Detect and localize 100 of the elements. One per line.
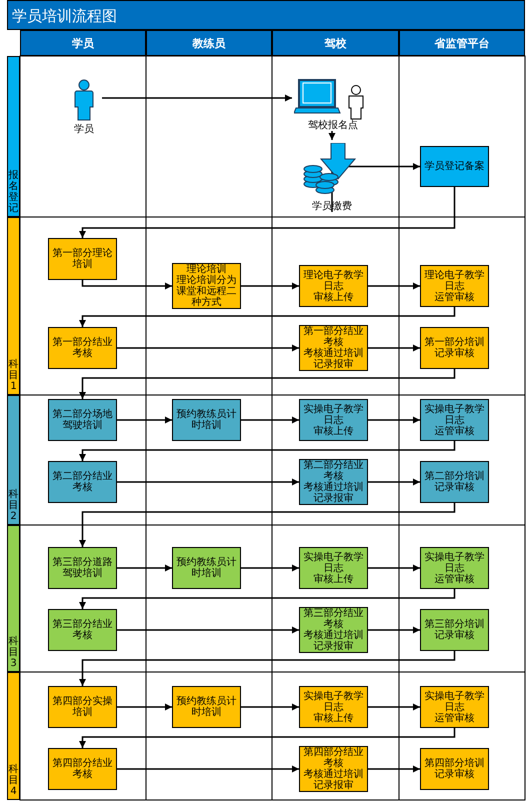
box-text: 第四部分结业考核 xyxy=(302,747,364,769)
box-text: 实操电子教学日志 xyxy=(302,690,364,712)
arrow xyxy=(368,478,420,486)
arrow xyxy=(82,280,172,290)
box-text: 第二部分结业考核 xyxy=(52,471,114,493)
process-box xyxy=(48,547,117,589)
process-box xyxy=(420,327,489,369)
box-text: 理论培训 xyxy=(186,264,226,275)
process-box xyxy=(420,146,489,187)
box-text: 审核上传 xyxy=(314,292,354,302)
arrow xyxy=(241,416,299,424)
process-box xyxy=(299,265,368,307)
lane-header xyxy=(20,30,146,56)
process-box xyxy=(299,547,368,589)
box-text: 实操电子教学日志 xyxy=(302,552,364,574)
arrow xyxy=(368,564,420,572)
box-text: 理论电子教学日志 xyxy=(424,270,486,292)
lane-title: 教练员 xyxy=(192,36,226,50)
box-text: 预约教练员计时培训 xyxy=(176,557,238,579)
box-text: 第一部分结业考核 xyxy=(52,337,114,359)
lane-header xyxy=(146,30,272,56)
stage-label: 科目1 xyxy=(8,359,18,392)
process-box xyxy=(172,686,241,728)
box-text: 运管审核 xyxy=(434,292,474,302)
box-text: 第三部分结业考核 xyxy=(52,619,114,641)
box-text: 运管审核 xyxy=(434,574,474,584)
stage-label: 报名登记 xyxy=(8,170,18,214)
process-box xyxy=(299,459,368,505)
box-text: 第二部分培训记录审核 xyxy=(424,471,486,493)
stage-band xyxy=(7,672,20,800)
arrow xyxy=(79,441,456,461)
arrow xyxy=(79,651,456,686)
box-text: 考核通过培训记录报审 xyxy=(302,769,364,791)
arrow xyxy=(79,187,456,238)
arrow xyxy=(368,282,420,290)
box-text: 第一部分培训记录审核 xyxy=(424,337,486,359)
stage-label: 科目2 xyxy=(8,489,18,522)
box-text: 第一部分结业考核 xyxy=(302,326,364,348)
process-box xyxy=(48,686,117,728)
process-box xyxy=(420,547,489,589)
box-text: 运管审核 xyxy=(434,712,474,724)
icon-label: 驾校报名点 xyxy=(308,120,358,131)
process-box xyxy=(420,399,489,441)
process-box xyxy=(48,748,117,790)
box-text: 第二部分场地驾驶培训 xyxy=(52,409,114,431)
lane-header xyxy=(399,30,525,56)
process-box xyxy=(420,265,489,307)
box-text: 预约教练员计时培训 xyxy=(176,409,238,431)
box-text: 第一部分理论培训 xyxy=(52,248,114,270)
arrow xyxy=(368,626,420,634)
box-text: 审核上传 xyxy=(314,426,354,436)
arrow xyxy=(241,564,299,572)
box-text: 理论电子教学日志 xyxy=(302,270,364,292)
diagram-title: 学员培训流程图 xyxy=(7,0,525,30)
arrow xyxy=(102,94,292,102)
arrow xyxy=(117,564,172,572)
box-text: 实操电子教学日志 xyxy=(424,690,486,712)
stage-band xyxy=(7,395,20,525)
process-box xyxy=(299,686,368,728)
box-text: 第四部分培训记录审核 xyxy=(424,758,486,780)
process-box xyxy=(420,686,489,728)
arrow xyxy=(368,344,420,352)
box-text: 审核上传 xyxy=(314,712,354,724)
stage-band xyxy=(7,525,20,672)
box-text: 第三部分结业考核 xyxy=(302,608,364,630)
box-text: 实操电子教学日志 xyxy=(302,404,364,426)
arrow xyxy=(79,503,456,547)
box-text: 考核通过培训记录报审 xyxy=(302,482,364,504)
stage-label: 科目4 xyxy=(8,764,18,797)
arrow xyxy=(241,282,299,290)
arrow xyxy=(79,307,456,327)
box-text: 运管审核 xyxy=(434,426,474,436)
process-box xyxy=(48,461,117,503)
box-text: 第四部分实操培训 xyxy=(52,696,114,718)
stage-band xyxy=(7,56,20,217)
box-text: 第三部分道路驾驶培训 xyxy=(52,557,114,579)
process-box xyxy=(48,399,117,441)
process-box xyxy=(48,238,117,280)
lane-title: 学员 xyxy=(72,36,94,50)
arrow xyxy=(368,766,420,772)
arrow xyxy=(368,704,420,710)
process-box xyxy=(172,547,241,589)
icon-label: 学员 xyxy=(74,124,94,135)
process-box xyxy=(172,263,241,309)
arrow xyxy=(79,589,456,609)
box-text: 实操电子教学日志 xyxy=(424,404,486,426)
icon-label: 学员缴费 xyxy=(312,201,352,212)
arrow xyxy=(117,344,299,352)
box-text: 第三部分培训记录审核 xyxy=(424,619,486,641)
arrow xyxy=(117,766,299,772)
box-text: 审核上传 xyxy=(314,574,354,584)
process-box xyxy=(172,399,241,441)
arrow xyxy=(328,131,336,140)
arrow xyxy=(79,369,456,399)
arrow xyxy=(117,704,172,710)
box-text: 第二部分结业考核 xyxy=(302,460,364,482)
arrow xyxy=(241,704,299,710)
box-text: 考核通过培训记录报审 xyxy=(302,348,364,370)
process-box xyxy=(299,325,368,371)
box-text: 考核通过培训记录报审 xyxy=(302,630,364,652)
